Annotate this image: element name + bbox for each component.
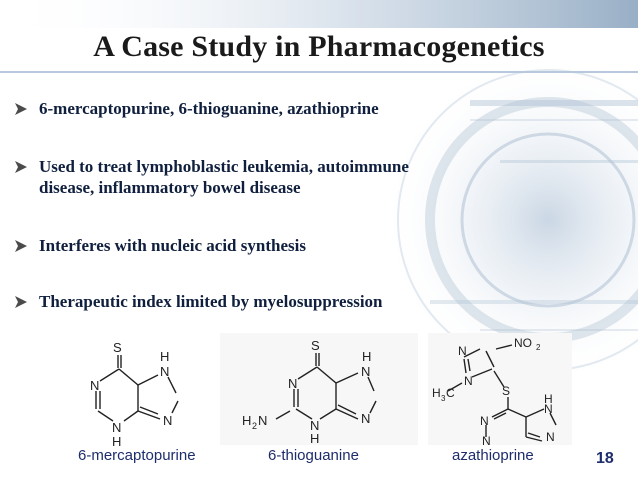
- methyl-h-label: H: [432, 386, 441, 400]
- nitrogen-label: N: [458, 344, 467, 358]
- hydrogen-label: H: [160, 349, 169, 364]
- arrow-bullet-icon: [15, 103, 27, 115]
- bullet-text: Used to treat lymphoblastic leukemia, au…: [39, 157, 409, 176]
- bullet-item: 6-mercaptopurine, 6-thioguanine, azathio…: [14, 98, 379, 119]
- caption-mercaptopurine: 6-mercaptopurine: [78, 447, 196, 464]
- nitrogen-label: N: [480, 414, 489, 428]
- hydrogen-label: H: [310, 431, 319, 445]
- bullet-text-continuation: disease, inflammatory bowel disease: [39, 178, 301, 197]
- arrow-bullet-icon: [15, 240, 27, 252]
- title-divider: [0, 71, 638, 73]
- mercaptopurine-structure: S N N H H N N: [90, 340, 179, 449]
- nitro-subscript-label: 2: [536, 343, 541, 352]
- nitrogen-label: N: [288, 376, 297, 391]
- nitrogen-label: N: [160, 364, 169, 379]
- hydrogen-label: H: [112, 434, 121, 449]
- amino-n-label: N: [258, 413, 267, 428]
- thioguanine-structure: S N N H H N N H 2 N: [220, 333, 418, 445]
- sulfur-label: S: [113, 340, 122, 355]
- amino-subscript-label: 2: [252, 421, 257, 431]
- nitrogen-label: N: [310, 418, 319, 433]
- nitrogen-label: N: [544, 402, 553, 416]
- bullet-item: Interferes with nucleic acid synthesis: [14, 235, 306, 256]
- bullet-item: Therapeutic index limited by myelosuppre…: [14, 291, 383, 312]
- arrow-bullet-icon: [15, 296, 27, 308]
- sulfur-label: S: [502, 384, 510, 398]
- caption-thioguanine: 6-thioguanine: [268, 447, 359, 464]
- page-number: 18: [596, 450, 614, 467]
- nitrogen-label: N: [112, 420, 121, 435]
- caption-azathioprine: azathioprine: [452, 447, 534, 464]
- amino-h-label: H: [242, 413, 251, 428]
- nitrogen-label: N: [482, 434, 491, 445]
- nitrogen-label: N: [361, 411, 370, 426]
- nitrogen-label: N: [546, 430, 555, 444]
- bullet-item: Used to treat lymphoblastic leukemia, au…: [14, 156, 409, 198]
- nitrogen-label: N: [464, 374, 473, 388]
- nitro-group-label: NO 2: [514, 336, 541, 352]
- hydrogen-label: H: [544, 392, 553, 406]
- bullet-text: 6-mercaptopurine, 6-thioguanine, azathio…: [39, 99, 379, 118]
- bullet-text: Therapeutic index limited by myelosuppre…: [39, 292, 383, 311]
- amino-group-label: H 2 N: [242, 413, 267, 431]
- nitrogen-label: N: [163, 413, 172, 428]
- nitrogen-label: N: [90, 378, 99, 393]
- methyl-group-label: H 3 C: [432, 386, 455, 403]
- sulfur-label: S: [311, 338, 320, 353]
- methyl-c-label: C: [446, 386, 455, 400]
- nitrogen-label: N: [361, 364, 370, 379]
- arrow-bullet-icon: [15, 161, 27, 173]
- slide-title: A Case Study in Pharmacogenetics: [93, 30, 545, 63]
- azathioprine-structure: N N NO 2 H 3 C S N N H N N: [428, 333, 572, 445]
- methyl-subscript-label: 3: [441, 394, 446, 403]
- hydrogen-label: H: [362, 349, 371, 364]
- bullet-text: Interferes with nucleic acid synthesis: [39, 236, 306, 255]
- nitro-no-label: NO: [514, 336, 532, 350]
